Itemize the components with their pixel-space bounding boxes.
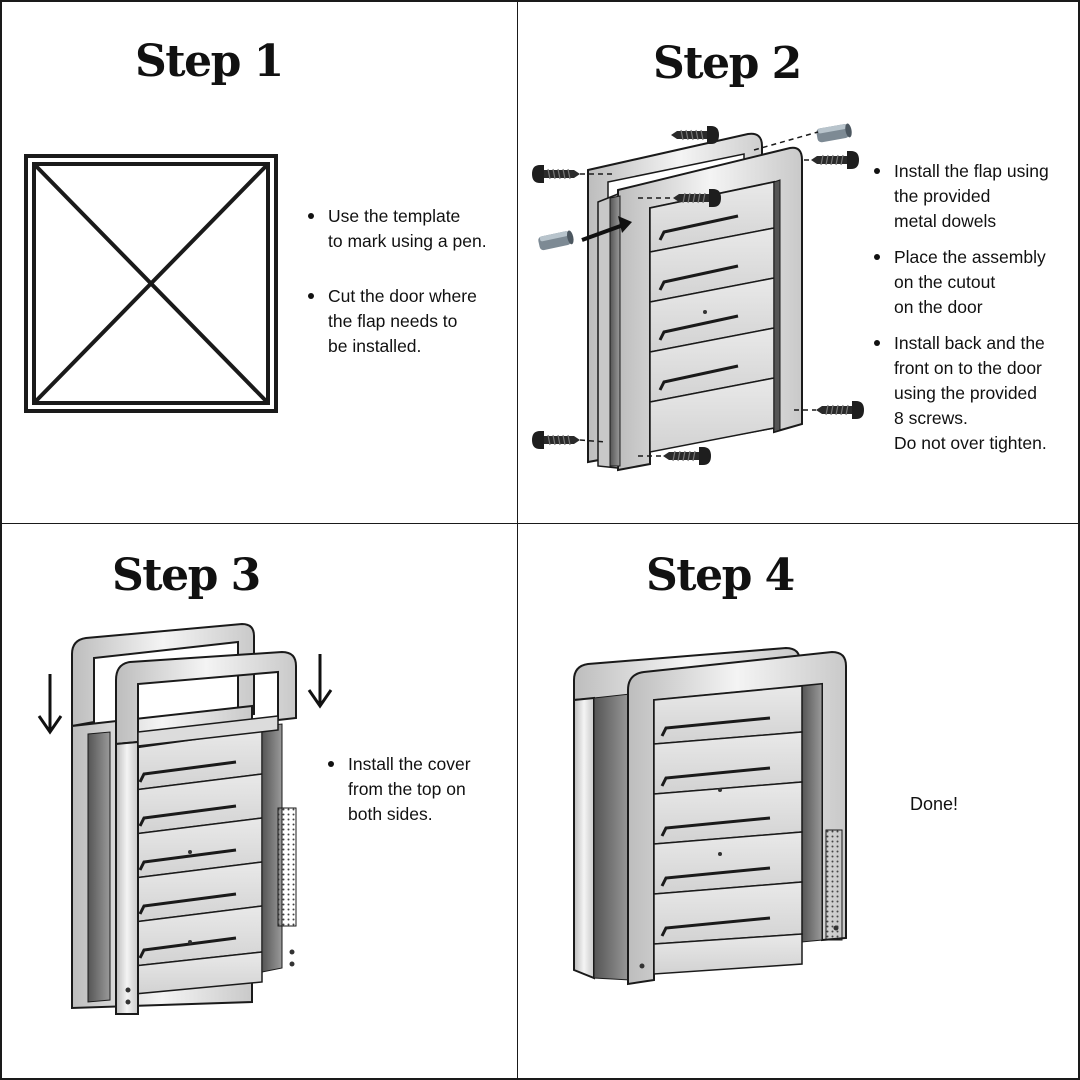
step-4-title: Step 4 — [646, 550, 795, 601]
step-2-instructions: Install the flap using the provided meta… — [872, 159, 1072, 467]
completed-flap-illustration — [573, 646, 847, 986]
template-x-square-icon — [24, 154, 278, 413]
step-2-title: Step 2 — [653, 38, 802, 89]
arrow-down-icon — [307, 654, 333, 709]
step-3-instructions: Install the cover from the top on both s… — [326, 752, 511, 838]
step-3-title: Step 3 — [112, 550, 261, 601]
step-1-panel: Step 1 Use the template to mark using a … — [0, 0, 518, 524]
step-4-panel: Step 4 — [517, 523, 1080, 1080]
done-label: Done! — [910, 794, 959, 814]
step-1-instructions: Use the template to mark using a pen. Cu… — [306, 204, 511, 370]
step-3-bullet-1: Install the cover from the top on both s… — [326, 752, 511, 827]
step-2-bullet-2: Place the assembly on the cutout on the … — [872, 245, 1072, 320]
step-1-bullet-2: Cut the door where the flap needs to be … — [306, 284, 511, 359]
step-3-panel: Step 3 — [0, 523, 518, 1080]
arrow-down-icon — [37, 674, 63, 735]
step-2-panel: Step 2 — [517, 0, 1080, 524]
step-1-title: Step 1 — [135, 36, 284, 87]
step-2-bullet-1: Install the flap using the provided meta… — [872, 159, 1072, 234]
cover-installation-illustration — [71, 622, 297, 1015]
step-2-bullet-3: Install back and the front on to the doo… — [872, 331, 1072, 456]
flap-exploded-assembly — [531, 123, 865, 472]
step-1-bullet-1: Use the template to mark using a pen. — [306, 204, 511, 254]
